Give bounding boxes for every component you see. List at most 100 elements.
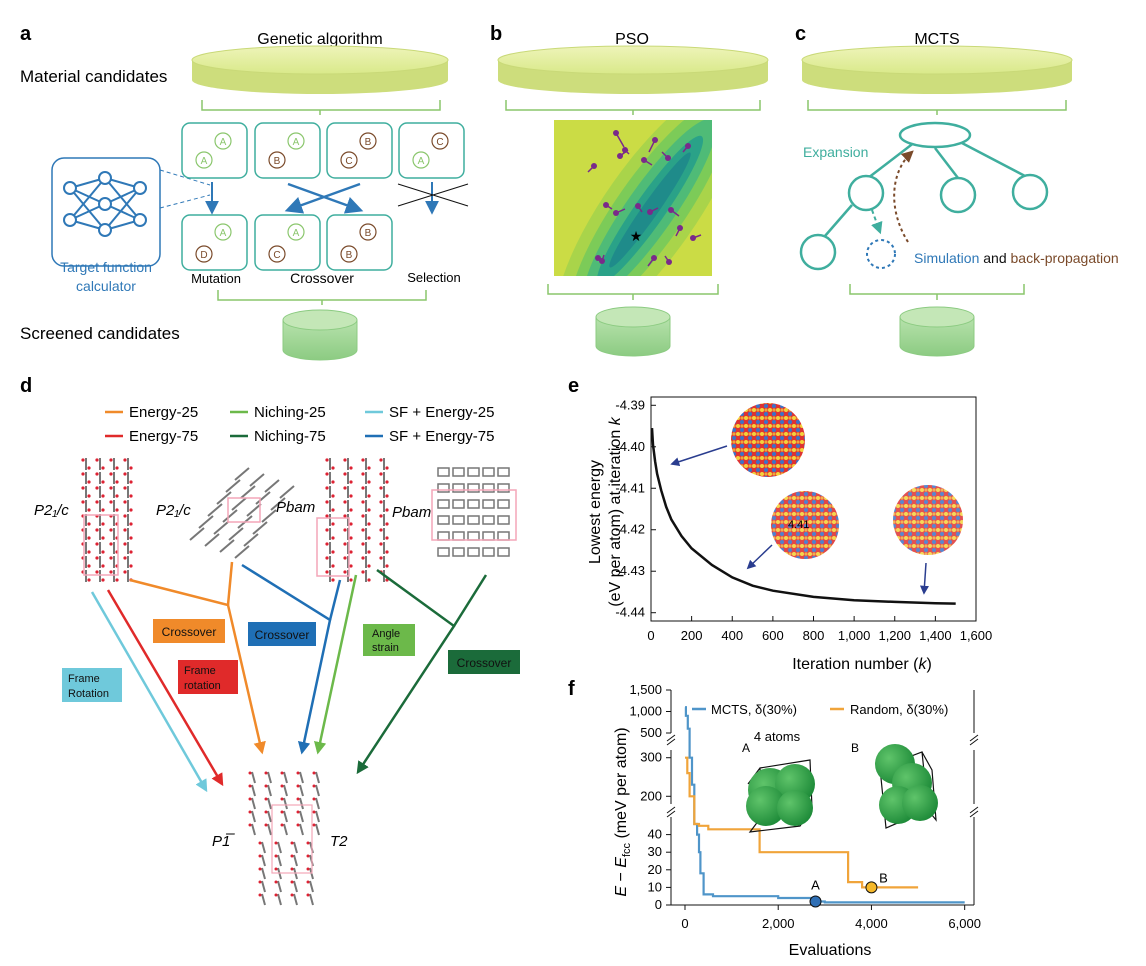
legend-label: MCTS, δ(30%) [711,702,797,717]
mcts-bracket-top [807,100,1067,115]
oxygen-atom [331,494,335,498]
oxygen-atom [101,536,105,540]
oxygen-atom [331,564,335,568]
gene-circle [359,223,377,241]
x-tick-label: 2,000 [762,916,795,931]
oxygen-atom [129,522,133,526]
oxygen-atom [95,570,99,574]
oxygen-atom [343,528,347,532]
op-label-angle-strain: Angle strain [363,624,415,656]
oxygen-atom [101,550,105,554]
oxygen-atom [367,536,371,540]
selection-cross-2 [397,183,469,207]
nanoparticle-early [731,403,805,477]
oxygen-atom [325,556,329,560]
green-path [313,574,358,755]
axis-break-mark [969,734,979,746]
pointer-early [670,445,728,467]
gene-label: B [365,137,372,148]
x-tick-label: 1,400 [919,628,952,643]
nanoparticle-late [893,485,963,555]
oxygen-atom [331,550,335,554]
oxygen-atom [361,556,365,560]
particle [647,209,653,215]
oxygen-atom [343,542,347,546]
gene-label: A [220,137,227,148]
angle-strain-line1: Angle [372,628,400,640]
pointer-mid [746,544,773,570]
oxygen-atom [367,480,371,484]
oxygen-atom [379,542,383,546]
oxygen-atom [331,578,335,582]
oxygen-atom [109,486,113,490]
dashed-link-1 [159,169,211,186]
oxygen-atom [101,466,105,470]
panel-c-title: MCTS [914,31,959,48]
oxygen-atom [87,508,91,512]
panel-b-letter: b [490,23,502,45]
x-tick-label: 1,600 [960,628,993,643]
particle [652,137,658,143]
oxygen-atom [343,472,347,476]
gene-label: C [273,250,280,261]
gene-circle [287,223,305,241]
oxygen-atom [367,550,371,554]
y-tick-label: 500 [640,725,662,740]
blue-branch [328,579,342,621]
panel-f-legend: MCTS, δ(30%)Random, δ(30%) [692,702,948,717]
oxygen-atom [385,522,389,526]
tree-node [799,233,837,271]
panel-e-series-line [650,428,956,605]
oxygen-atom [101,578,105,582]
gene-circle [268,245,286,263]
op-label-crossover-orange: Crossover [153,619,225,643]
particle [668,207,674,213]
legend-label: Energy-75 [129,428,198,445]
pso-bracket-top [505,100,761,115]
y-tick-label: 20 [648,862,662,877]
y-tick-label: 40 [648,827,662,842]
gene-circle [195,151,213,169]
oxygen-atom [95,528,99,532]
x-tick-label: 6,000 [948,916,981,931]
panel-f-ylabel: E − Efcc (meV per atom) [613,727,633,896]
particle [613,210,619,216]
particle [635,203,641,209]
gene-label: A [201,156,208,167]
oxygen-atom [123,500,127,504]
oxygen-atom [343,570,347,574]
op-crossover: Crossover [290,270,354,286]
oxygen-atom [81,472,85,476]
axis-break-mark [666,806,676,818]
y-tick-label: 200 [640,788,662,803]
panel-c-letter: c [795,23,806,45]
crossover-lines [90,561,488,793]
oxygen-atom [115,494,119,498]
oxygen-atom [129,564,133,568]
oxygen-atom [385,508,389,512]
oxygen-atom [129,536,133,540]
marked-point-label: B [879,870,888,885]
svg-text:Crossover: Crossover [457,656,512,670]
gene-circle [359,132,377,150]
panel-b-title: PSO [615,31,649,48]
frame-rotation-cyan-line1: Frame [68,673,100,685]
x-tick-label: 200 [681,628,703,643]
child-box: BB [326,214,393,271]
panel-f-xlabel: Evaluations [789,942,872,959]
svg-text:Crossover: Crossover [255,628,310,642]
oxygen-atom [367,466,371,470]
oxygen-atom [115,508,119,512]
particle [666,259,672,265]
oxygen-atom [109,472,113,476]
oxygen-atom [379,556,383,560]
pointer-late [919,562,929,595]
oxygen-atom [87,578,91,582]
y-tick-label: -4.43 [615,563,645,578]
gene-circle [268,151,286,169]
gene-label: B [365,228,372,239]
oxygen-atom [115,466,119,470]
tree-node [847,174,885,212]
